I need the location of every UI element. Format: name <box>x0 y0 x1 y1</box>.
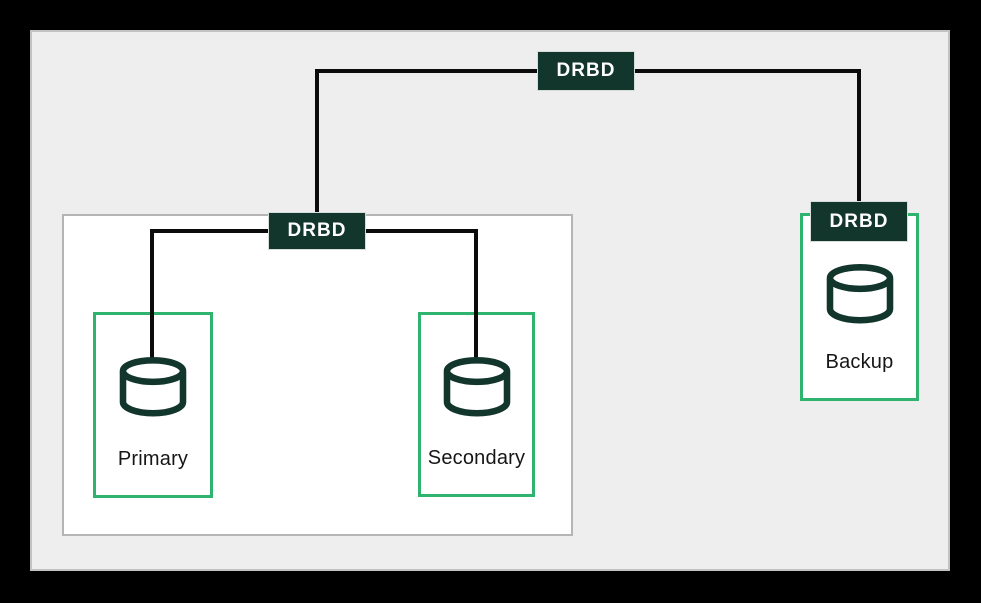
node-primary-label: Primary <box>117 448 189 470</box>
drbd-connector-top-label: DRBD <box>556 60 616 81</box>
drbd-connector-top: DRBD <box>537 51 635 91</box>
node-backup: Backup <box>800 213 919 401</box>
drbd-connector-cluster-label: DRBD <box>287 220 347 241</box>
database-icon <box>441 357 513 417</box>
connector-line-cluster-to-secondary-horizontal <box>366 229 478 233</box>
connector-line-top-to-cluster <box>315 69 319 214</box>
connector-line-top-to-backup <box>857 69 861 203</box>
database-icon <box>824 264 896 324</box>
node-backup-label: Backup <box>825 351 894 373</box>
connector-line-cluster-to-primary-vertical <box>150 229 154 362</box>
drbd-connector-backup-label: DRBD <box>829 210 889 232</box>
connector-line-cluster-to-primary-horizontal <box>150 229 268 233</box>
drbd-connector-backup: DRBD <box>810 201 908 242</box>
connector-line-cluster-to-secondary-vertical <box>474 229 478 362</box>
drbd-connector-cluster: DRBD <box>268 212 366 250</box>
database-icon <box>117 357 189 417</box>
node-secondary-label: Secondary <box>427 447 526 469</box>
